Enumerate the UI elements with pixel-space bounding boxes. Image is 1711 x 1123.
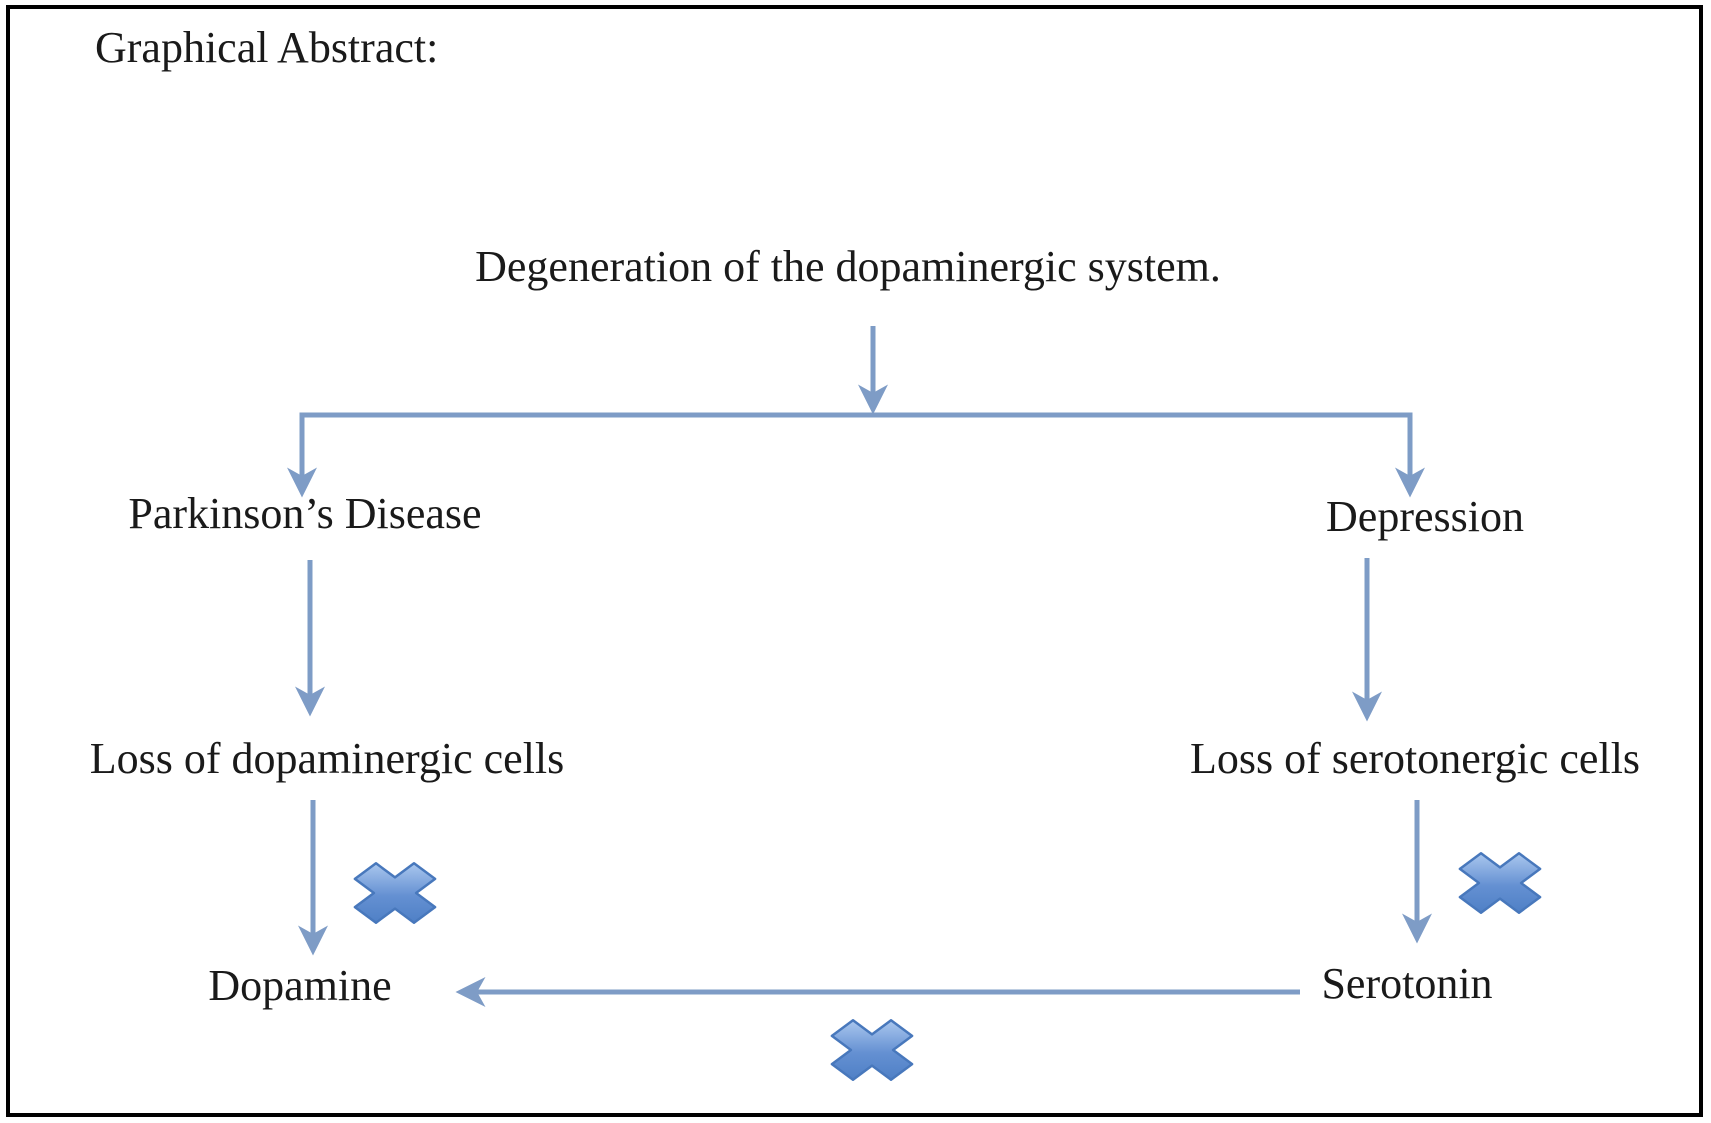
blocked-x-icon-serotonin xyxy=(1458,852,1542,914)
node-serotonin: Serotonin xyxy=(1321,959,1493,1008)
node-parkinsons-disease: Parkinson’s Disease xyxy=(128,489,482,538)
node-loss-serotonergic-cells: Loss of serotonergic cells xyxy=(1189,734,1641,783)
node-depression: Depression xyxy=(1326,492,1524,541)
arrow-branch-split xyxy=(287,412,1425,498)
node-dopamine: Dopamine xyxy=(208,961,392,1010)
blocked-x-icon-dopamine xyxy=(353,862,437,924)
node-loss-dopaminergic-cells: Loss of dopaminergic cells xyxy=(89,734,565,783)
page-title: Graphical Abstract: xyxy=(95,23,439,72)
node-degeneration: Degeneration of the dopaminergic system. xyxy=(475,242,1221,291)
blocked-x-icon-serotonin-to-dopamine xyxy=(830,1019,914,1081)
